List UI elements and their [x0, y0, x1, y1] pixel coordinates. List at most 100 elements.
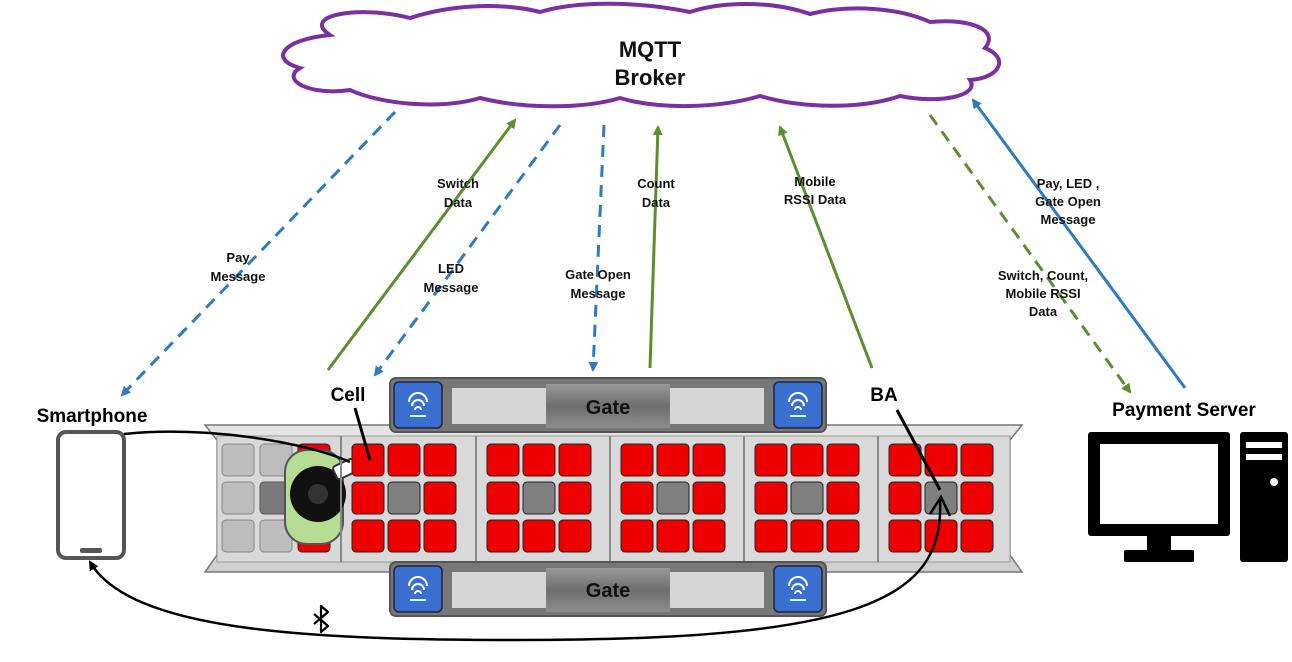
- label-led-message: LED Message: [424, 261, 479, 295]
- cell-button: [692, 443, 726, 477]
- cell-button: [620, 481, 654, 515]
- cell-button: [888, 443, 922, 477]
- cell-button: [351, 519, 385, 553]
- cell-button: [558, 519, 592, 553]
- cell-button: [754, 443, 788, 477]
- label-switch-data: Switch Data: [437, 176, 479, 210]
- cell-button: [826, 481, 860, 515]
- svg-text:Message: Message: [1041, 212, 1096, 227]
- cell-button: [522, 443, 556, 477]
- gate-sensor-icon: [773, 381, 823, 429]
- cell-button: [754, 481, 788, 515]
- label-gate-open-message: Gate Open Message: [565, 267, 631, 301]
- cell-button: [387, 519, 421, 553]
- cell-button: [351, 443, 385, 477]
- svg-text:Count: Count: [637, 176, 675, 191]
- gate-sensor-icon: [393, 565, 443, 613]
- switch-device-icon: [284, 449, 358, 545]
- gate-open-message-arrow: [588, 124, 606, 372]
- svg-text:Switch, Count,: Switch, Count,: [998, 268, 1088, 283]
- ba-button: [387, 481, 421, 515]
- cell-button: [692, 519, 726, 553]
- svg-text:Pay, LED ,: Pay, LED ,: [1037, 176, 1100, 191]
- ba-pointer-line: [895, 409, 942, 491]
- cell-button: [486, 481, 520, 515]
- ba-label: BA: [870, 385, 898, 406]
- svg-text:Pay: Pay: [226, 250, 250, 265]
- gate-sensor-icon: [773, 565, 823, 613]
- cell-button: [656, 443, 690, 477]
- cell-button: [423, 519, 457, 553]
- svg-text:Data: Data: [444, 195, 473, 210]
- cell-button: [423, 443, 457, 477]
- top-gate-label: Gate: [586, 397, 630, 419]
- cell-button: [656, 519, 690, 553]
- label-pay-message: Pay Message: [211, 250, 266, 284]
- forward-data-arrow: [928, 114, 1132, 394]
- svg-text:Message: Message: [424, 280, 479, 295]
- cell-button: [558, 481, 592, 515]
- bluetooth-icon: [313, 604, 330, 634]
- svg-text:RSSI Data: RSSI Data: [784, 192, 847, 207]
- gate-sensor-icon: [393, 381, 443, 429]
- ba-button: [522, 481, 556, 515]
- cell-button: [888, 481, 922, 515]
- smartphone-icon: [56, 430, 126, 560]
- mqtt-broker-cloud: MQTT Broker: [281, 1, 1001, 109]
- svg-text:Gate Open: Gate Open: [1035, 194, 1101, 209]
- cell-pointer-line: [353, 407, 372, 461]
- cell-button: [754, 519, 788, 553]
- cell-button: [960, 481, 994, 515]
- payment-server-label: Payment Server: [1112, 400, 1256, 421]
- cell-button: [692, 481, 726, 515]
- cell-label: Cell: [331, 385, 366, 406]
- broker-title-line2: Broker: [615, 65, 686, 90]
- cell-button: [924, 519, 958, 553]
- ba-button: [790, 481, 824, 515]
- broker-title-line1: MQTT: [619, 37, 682, 62]
- bluetooth-link-bottom: [88, 499, 942, 642]
- bottom-gate-label: Gate: [586, 580, 630, 602]
- bluetooth-link-start-head: [928, 494, 952, 517]
- svg-text:Message: Message: [571, 286, 626, 301]
- cell-button: [790, 519, 824, 553]
- cell-button: [960, 519, 994, 553]
- svg-text:Gate Open: Gate Open: [565, 267, 631, 282]
- svg-text:LED: LED: [438, 261, 464, 276]
- switch-data-arrow: [326, 118, 517, 371]
- mobile-rssi-arrow: [778, 125, 874, 369]
- cell-button: [558, 443, 592, 477]
- svg-text:Message: Message: [211, 269, 266, 284]
- cell-button: [960, 443, 994, 477]
- cell-button: [620, 519, 654, 553]
- cell-button: [826, 519, 860, 553]
- led-message-arrow: [373, 124, 562, 377]
- server-tower-icon: [1240, 432, 1288, 562]
- cell-button: [387, 443, 421, 477]
- cell-grids: [340, 436, 994, 562]
- svg-text:Switch: Switch: [437, 176, 479, 191]
- bottom-gate: Gate: [389, 561, 827, 617]
- svg-text:Data: Data: [642, 195, 671, 210]
- cell-button: [790, 443, 824, 477]
- cell-button: [888, 519, 922, 553]
- cell-button: [351, 481, 385, 515]
- cell-button: [486, 519, 520, 553]
- label-mobile-rssi: Mobile RSSI Data: [784, 174, 847, 207]
- server-command-arrow: [971, 98, 1187, 389]
- svg-text:Mobile RSSI: Mobile RSSI: [1005, 286, 1080, 301]
- label-count-data: Count Data: [637, 176, 675, 210]
- cell-button: [423, 481, 457, 515]
- label-switch-count-rssi: Switch, Count, Mobile RSSI Data: [998, 268, 1088, 319]
- bluetooth-link-top: [123, 430, 351, 464]
- smartphone-label: Smartphone: [37, 406, 148, 427]
- desktop-computer-icon: [1088, 432, 1230, 562]
- cell-button: [620, 443, 654, 477]
- cell-button: [486, 443, 520, 477]
- svg-text:Mobile: Mobile: [794, 174, 835, 189]
- count-data-arrow: [648, 125, 663, 369]
- ba-button: [656, 481, 690, 515]
- pay-message-arrow: [120, 110, 397, 397]
- svg-text:Data: Data: [1029, 304, 1058, 319]
